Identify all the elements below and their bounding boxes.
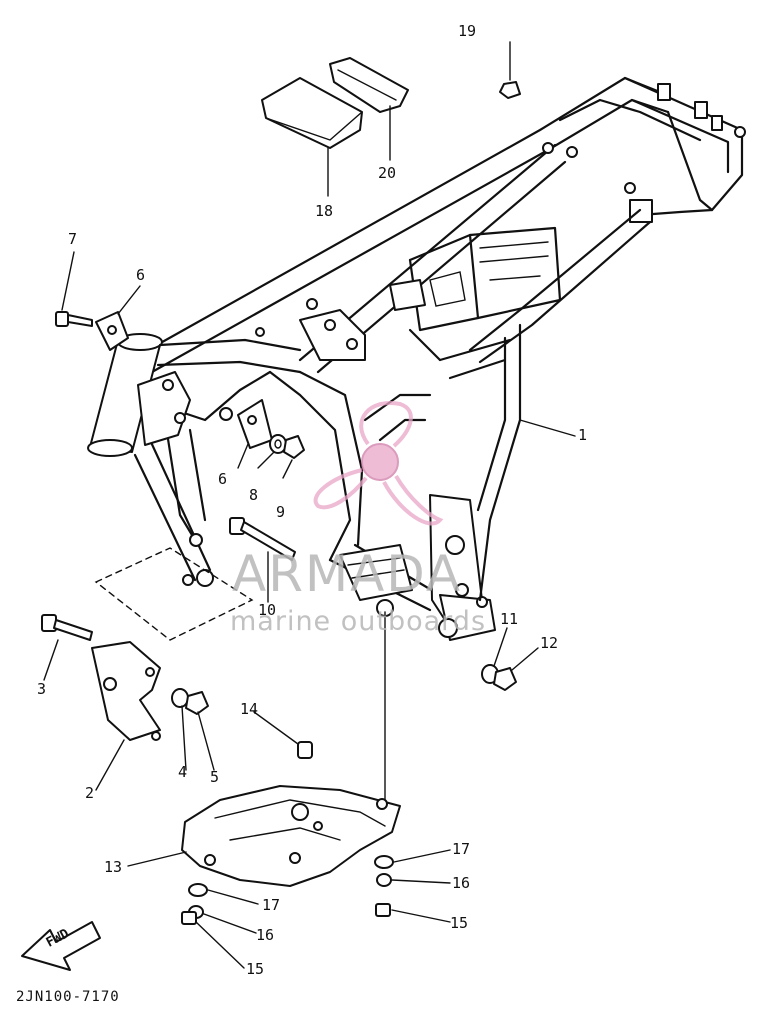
part-13-skid-plate [181,785,401,887]
part-3-bolt [41,614,93,641]
drawing-code: 2JN100-7170 [16,989,120,1005]
callout-1: 1 [578,426,588,444]
callout-16-right: 16 [452,874,471,892]
part-5-nut [185,691,209,715]
callout-8: 8 [249,486,259,504]
part-17-washer-right [374,855,394,869]
callout-15-left: 15 [246,960,265,978]
part-17-washer-left [188,883,208,897]
part-6-bracket-upper [95,311,129,351]
callout-4: 4 [178,763,188,781]
callout-2: 2 [85,784,95,802]
callout-7: 7 [68,230,78,248]
part-19-pad [261,77,363,149]
callout-20: 20 [378,164,397,182]
part-7-bolt [55,311,93,327]
callout-10: 10 [258,601,277,619]
leader-lines [43,41,576,969]
callout-13: 13 [104,858,123,876]
part-6-bracket-lower [219,399,273,449]
callout-11: 11 [500,610,519,628]
part-14-grommet [297,741,313,759]
watermark-logo-icon [313,401,444,526]
part-15-bolt-right [375,903,391,917]
part-8-washer [269,434,287,454]
part-20-band [329,57,409,113]
callout-12: 12 [540,634,559,652]
watermark-subtitle: marine outboards [230,606,487,637]
part-18-nut [499,81,521,99]
watermark-title: ARMADA [232,545,463,603]
callout-17-right: 17 [452,840,471,858]
callout-19: 18 [315,202,334,220]
callout-9: 9 [276,503,286,521]
part-2-bracket [91,641,161,741]
callout-3: 3 [37,680,47,698]
callout-5: 5 [210,768,220,786]
part-15-bolt-left [181,911,197,925]
callout-6-upper: 6 [136,266,146,284]
part-12-nut [493,667,517,691]
callout-14: 14 [240,700,259,718]
callout-17-left: 17 [262,896,281,914]
part-9-nut [283,435,305,459]
callout-6-lower: 6 [218,470,228,488]
callout-16-left: 16 [256,926,275,944]
callout-15-right: 15 [450,914,469,932]
part-16-grommet-right [376,873,392,887]
part-10-bolt [229,517,296,561]
part-4-washer [171,688,189,708]
callout-18: 19 [458,22,477,40]
fwd-arrow-icon [21,921,101,971]
frame-assembly [87,76,746,641]
